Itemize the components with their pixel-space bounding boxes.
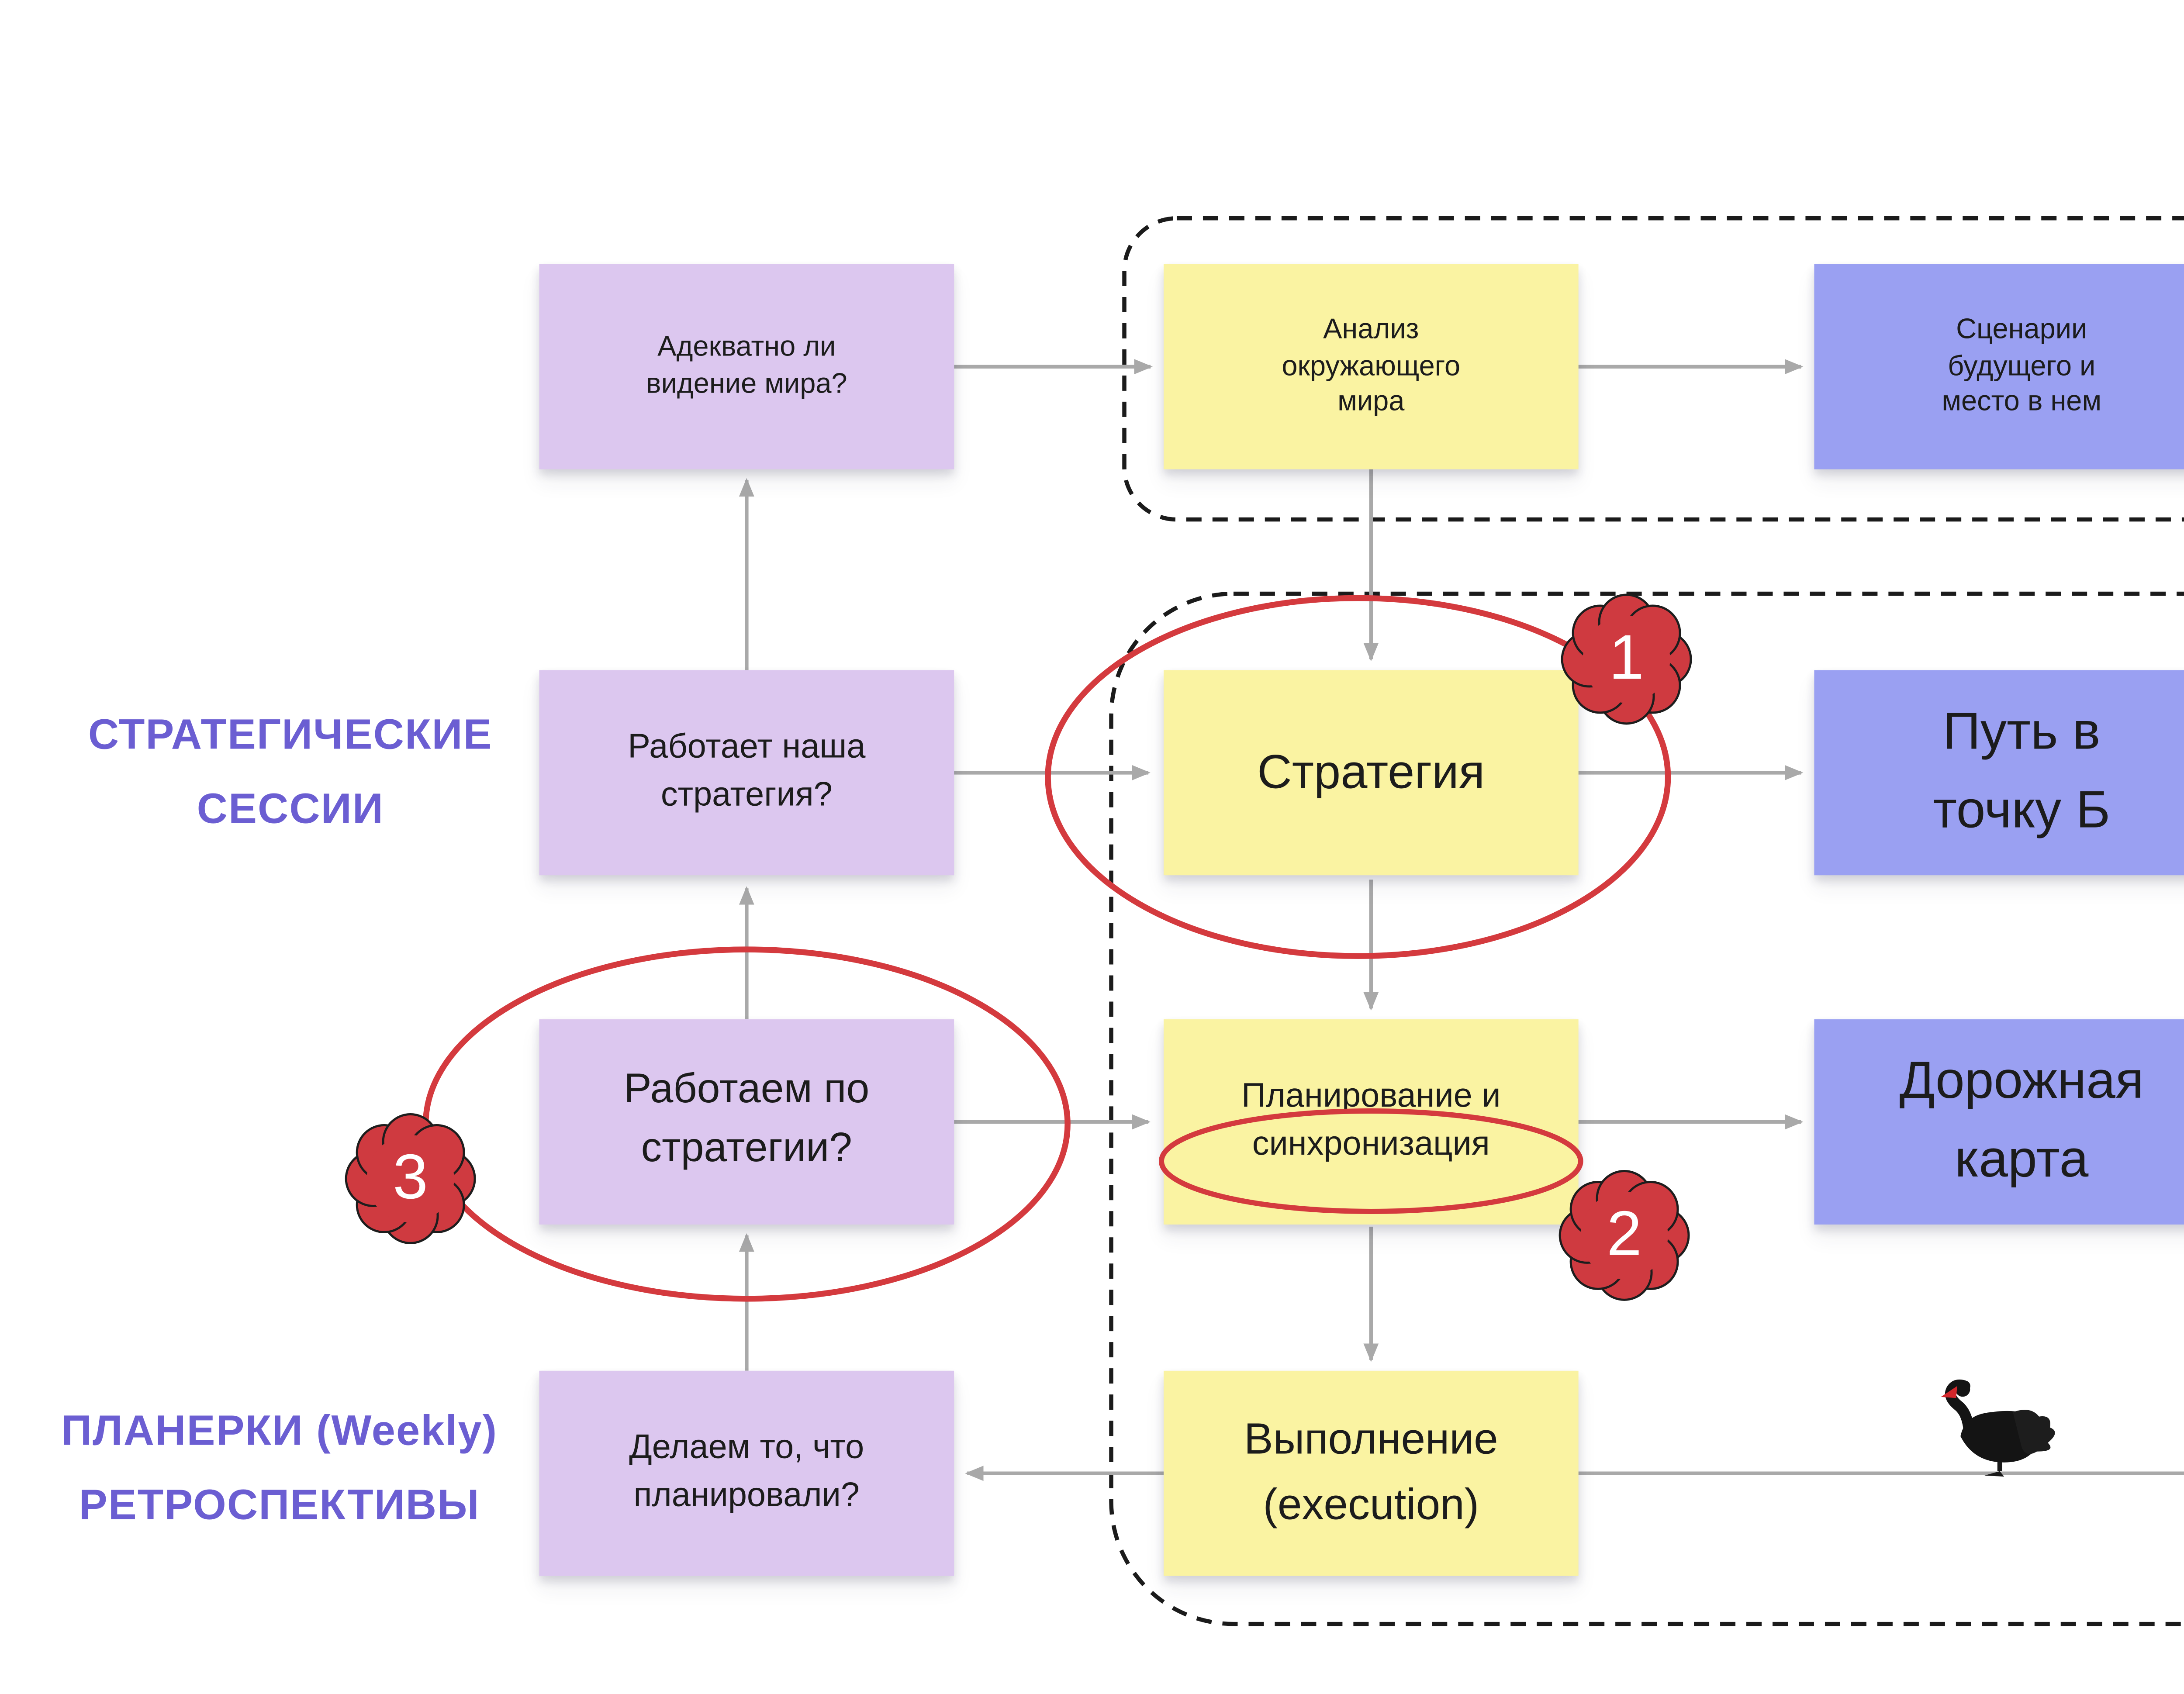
red-ellipse-sync <box>1158 1108 1583 1214</box>
note-roadmap[interactable]: Дорожная карта <box>1814 1019 2184 1225</box>
note-env-analysis[interactable]: Анализ окружающего мира <box>1163 264 1579 469</box>
label-weekly-retro: ПЛАНЕРКИ (Weekly) РЕТРОСПЕКТИВЫ <box>61 1408 498 1531</box>
note-strategy-works[interactable]: Работает наша стратегия? <box>539 670 954 876</box>
badge-1-number: 1 <box>1609 624 1644 694</box>
horizontal-connectors <box>954 359 2184 1481</box>
note-work-by-strategy[interactable]: Работаем по стратегии? <box>539 1019 954 1225</box>
badge-1: 1 <box>1561 593 1692 725</box>
black-swan-icon <box>1941 1379 2055 1477</box>
badge-3-number: 3 <box>393 1144 428 1214</box>
badge-2: 2 <box>1559 1170 1690 1301</box>
vertical-connectors <box>739 469 1379 1371</box>
dashed-frame-system <box>1109 591 2184 1626</box>
badge-2-number: 2 <box>1607 1200 1642 1270</box>
note-future-scenarios[interactable]: Сценарии будущего и место в нем <box>1814 264 2184 469</box>
label-strategic-sessions: СТРАТЕГИЧЕСКИЕ СЕССИИ <box>88 711 493 834</box>
note-strategy[interactable]: Стратегия <box>1163 670 1579 876</box>
note-vision-adequate[interactable]: Адекватно ли видение мира? <box>539 264 954 469</box>
red-ellipse-work-by-strategy <box>422 946 1071 1302</box>
note-doing-planned[interactable]: Делаем то, что планировали? <box>539 1370 954 1576</box>
note-execution[interactable]: Выполнение (execution) <box>1163 1370 1579 1576</box>
note-path-to-b[interactable]: Путь в точку Б <box>1814 670 2184 876</box>
red-ellipse-strategy <box>1045 595 1671 959</box>
badge-3: 3 <box>345 1113 476 1244</box>
dashed-frame-goal <box>1122 216 2184 522</box>
